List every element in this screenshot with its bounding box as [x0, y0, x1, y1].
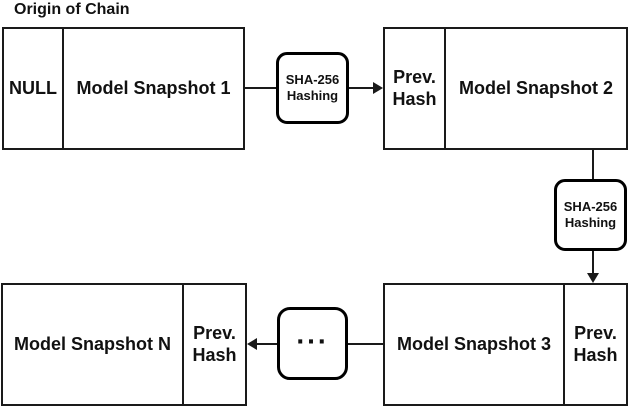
sha256-label-line2: Hashing	[286, 88, 339, 103]
connector-line-snapshot2-to-hash2	[592, 150, 594, 179]
arrow-right-icon	[373, 82, 383, 94]
model-snapshot-2-cell: Model Snapshot 2	[458, 77, 613, 98]
sha256-label-line1: SHA-256	[563, 198, 618, 214]
null-cell: NULL	[4, 29, 64, 148]
model-snapshot-3-cell: Model Snapshot 3	[385, 285, 565, 404]
connector-line-snapshot1-to-hash1	[245, 87, 276, 89]
snapshot-block-3: Model Snapshot 3 Prev. Hash	[383, 283, 628, 406]
snapshot-block-n: Model Snapshot N Prev. Hash	[1, 283, 247, 406]
diagram-title: Origin of Chain	[14, 1, 130, 18]
ellipsis-label: ...	[296, 317, 329, 349]
ellipsis-node: ...	[277, 307, 348, 380]
arrow-down-icon	[587, 273, 599, 283]
connector-line-ellipsis-to-snapshotN	[255, 343, 277, 345]
connector-line-hash1-to-snapshot2	[349, 87, 376, 89]
prev-hash-cell: Prev. Hash	[192, 322, 237, 365]
prev-hash-cell: Prev. Hash	[385, 29, 446, 148]
model-snapshot-1-cell: Model Snapshot 1	[76, 77, 231, 98]
snapshot-block-2: Prev. Hash Model Snapshot 2	[383, 27, 628, 150]
connector-line-snapshot3-to-ellipsis	[348, 343, 383, 345]
prev-hash-cell: Prev. Hash	[573, 322, 618, 365]
sha256-label-line1: SHA-256	[285, 71, 340, 87]
snapshot-block-1: NULL Model Snapshot 1	[2, 27, 245, 150]
sha256-hashing-node-2: SHA-256 Hashing	[554, 179, 627, 251]
sha256-label-line2: Hashing	[564, 215, 617, 230]
arrow-left-icon	[247, 338, 257, 350]
connector-line-hash2-to-snapshot3	[592, 251, 594, 274]
model-snapshot-n-cell: Model Snapshot N	[3, 285, 184, 404]
sha256-hashing-node-1: SHA-256 Hashing	[276, 52, 349, 124]
